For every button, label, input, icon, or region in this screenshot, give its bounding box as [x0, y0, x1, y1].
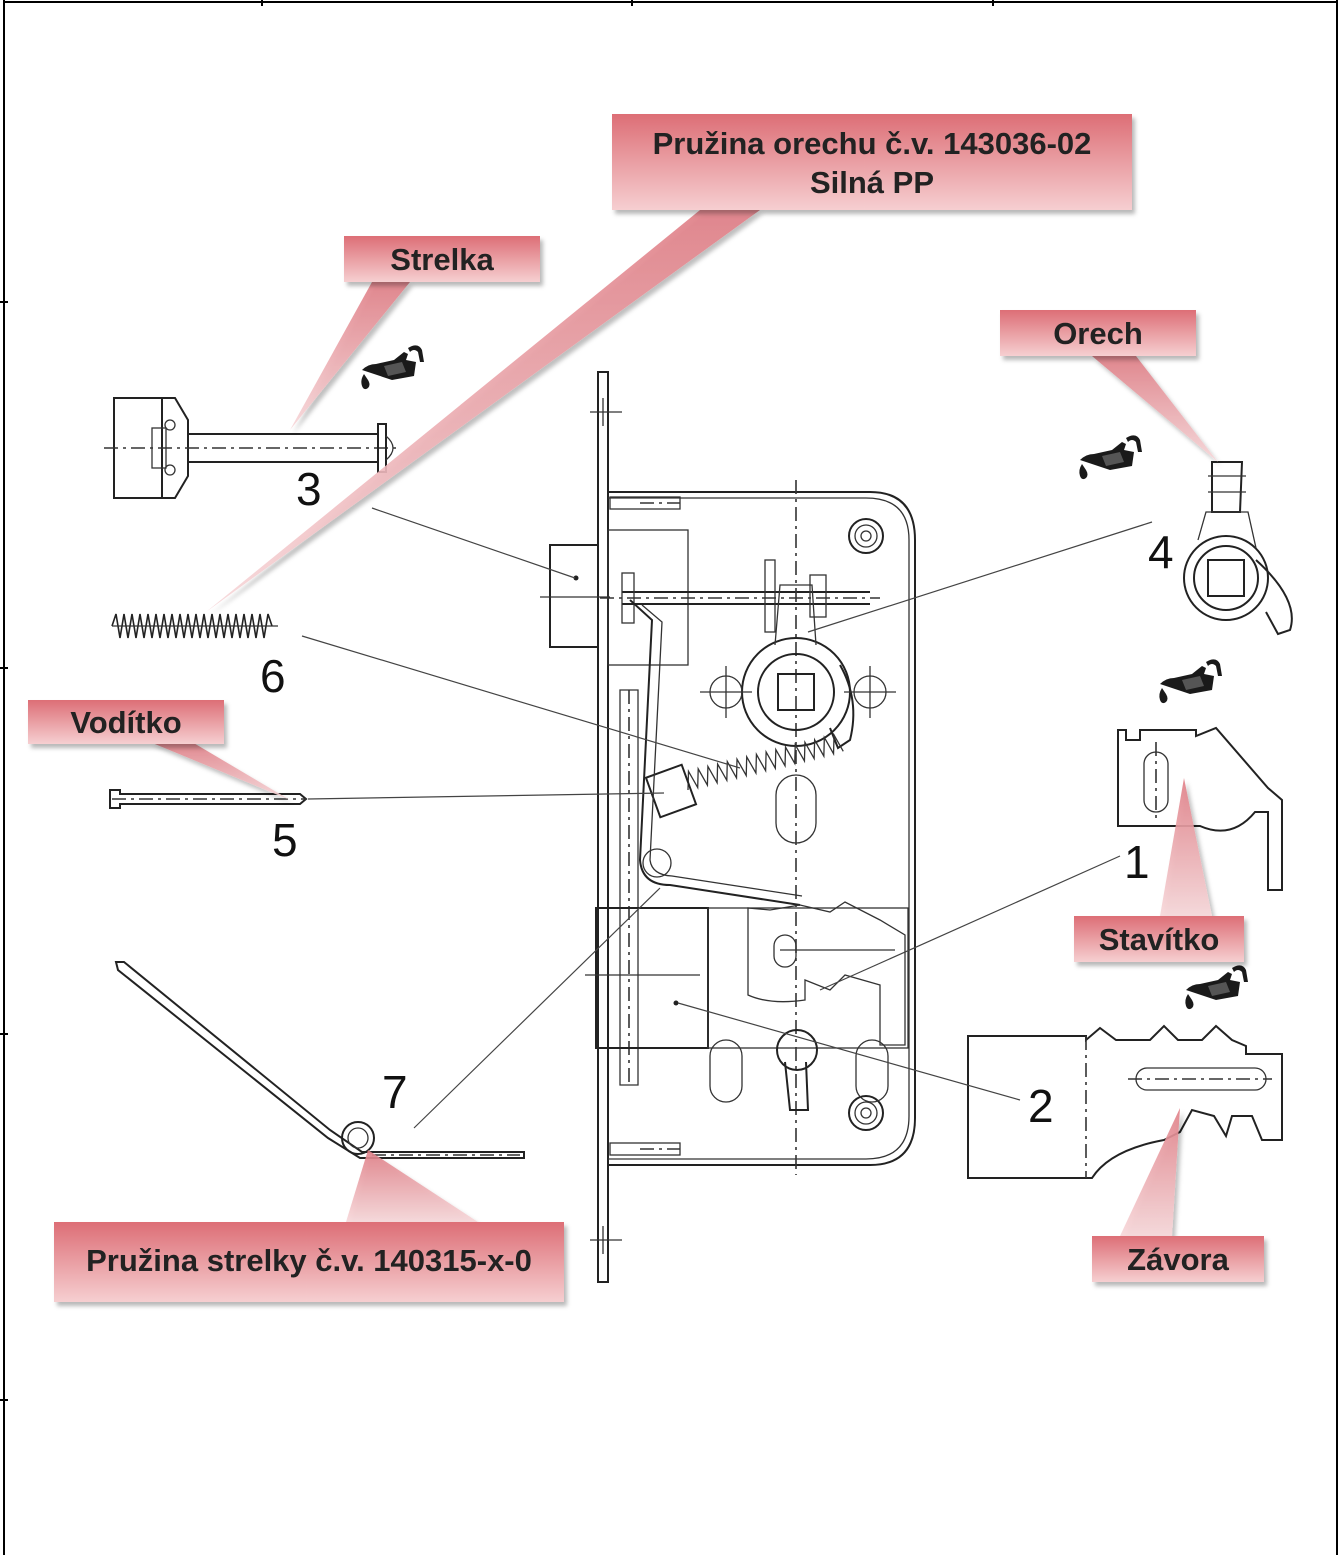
oil-can-icon: [1079, 435, 1142, 480]
part-number-4: 4: [1148, 526, 1174, 578]
part-nut-spring: [111, 613, 278, 639]
callout-stavitko-label: Stavítko: [1099, 922, 1220, 957]
callout-voditko: Vodítko: [28, 700, 224, 744]
part-number-1: 1: [1124, 836, 1150, 888]
callout-zavora-label: Závora: [1127, 1242, 1229, 1277]
part-latch-spring: [114, 961, 525, 1159]
callout-zavora: Závora: [1092, 1236, 1264, 1282]
part-lever-stavitko: [1117, 726, 1283, 891]
lock-body: [540, 371, 916, 1283]
part-numbers: 3 4 6 5 1 7 2: [260, 463, 1174, 1132]
part-deadbolt-zavora: [967, 1024, 1283, 1179]
callout-orech-label: Orech: [1053, 316, 1143, 351]
callout-voditko-label: Vodítko: [70, 705, 181, 740]
callout-strelka: Strelka: [344, 236, 540, 282]
callout-pruzina-strelky-label: Pružina strelky č.v. 140315-x-0: [86, 1243, 532, 1278]
callout-pruzina-orechu-line2: Silná PP: [810, 165, 934, 200]
part-nut-orech: [1183, 461, 1293, 636]
oil-can-icon: [1185, 965, 1248, 1010]
oil-can-icon: [1159, 659, 1222, 704]
callout-pruzina-orechu-line1: Pružina orechu č.v. 143036-02: [653, 126, 1092, 161]
callout-strelka-label: Strelka: [390, 242, 494, 277]
part-number-7: 7: [382, 1066, 408, 1118]
part-number-2: 2: [1028, 1080, 1054, 1132]
oil-can-icon: [361, 345, 424, 390]
part-latch-strelka: [104, 397, 400, 499]
callout-pruzina-strelky: Pružina strelky č.v. 140315-x-0: [54, 1222, 564, 1302]
part-guide-voditko: [109, 789, 308, 809]
callout-pointers: [150, 210, 1218, 1236]
part-number-6: 6: [260, 650, 286, 702]
leader-lines: [301, 507, 1153, 1129]
callout-stavitko: Stavítko: [1074, 916, 1244, 962]
part-number-5: 5: [272, 814, 298, 866]
callout-orech: Orech: [1000, 310, 1196, 356]
callout-pruzina-orechu: Pružina orechu č.v. 143036-02 Silná PP: [612, 114, 1132, 210]
part-number-3: 3: [296, 463, 322, 515]
